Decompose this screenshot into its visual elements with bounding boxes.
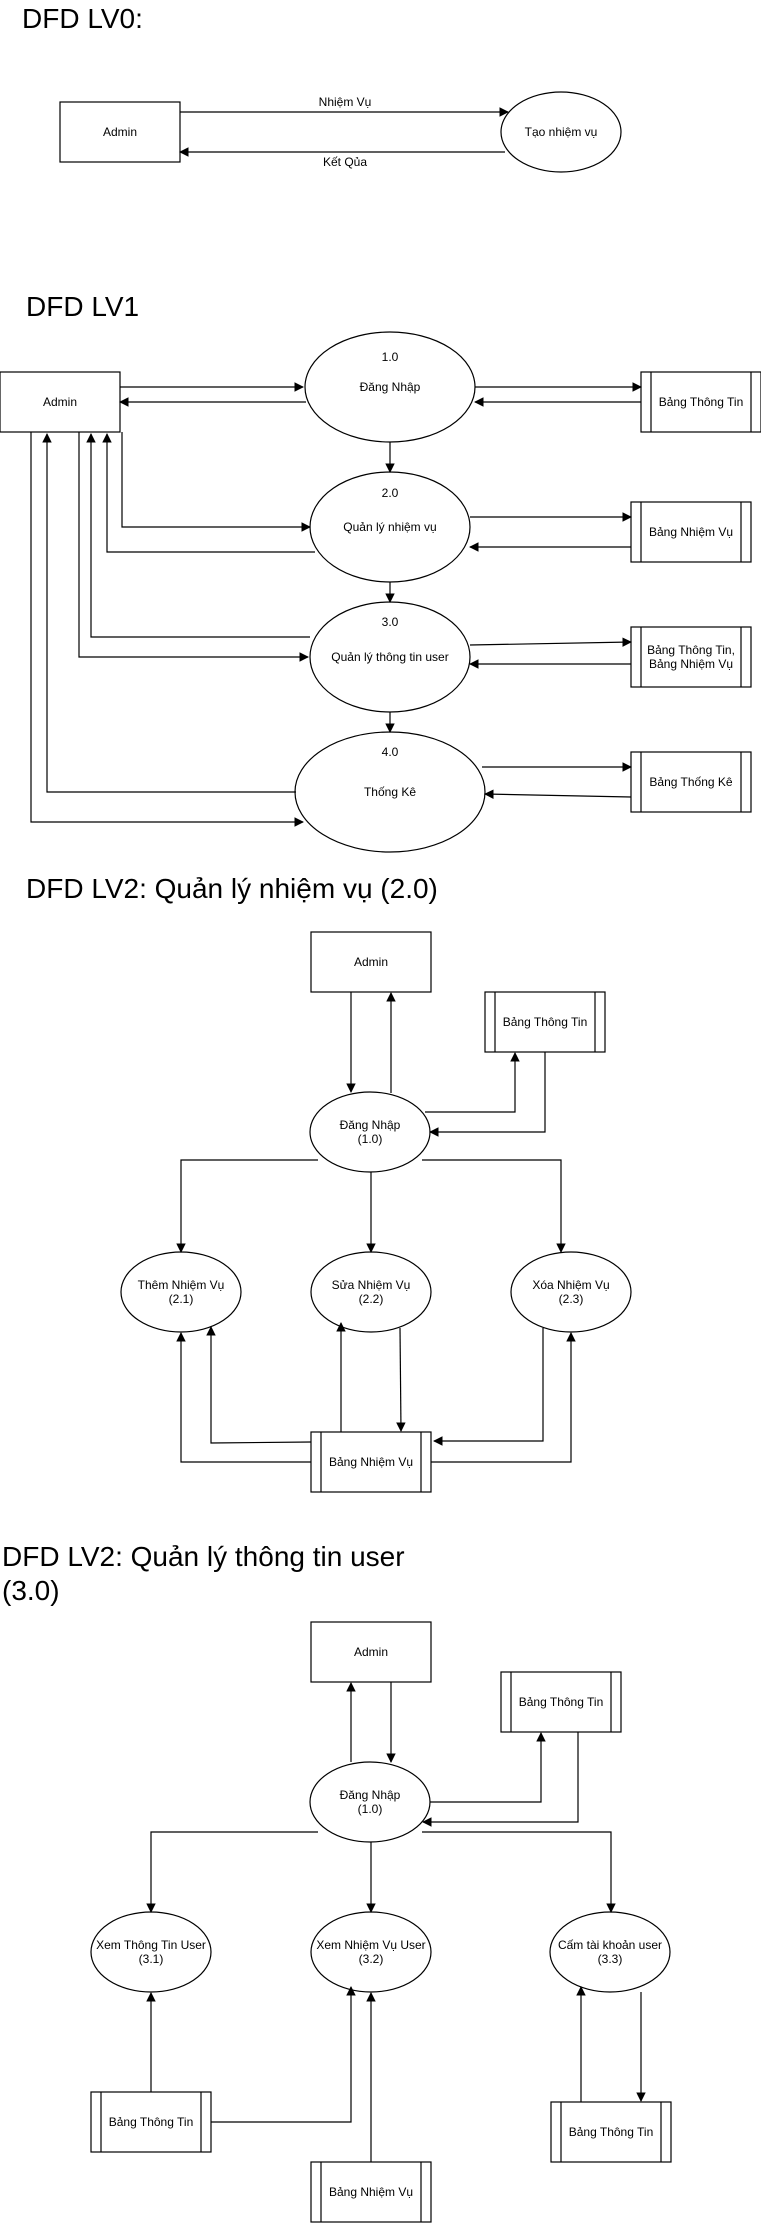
lv2u-flow-login-store — [430, 1732, 546, 1803]
lv1-store-statistics[interactable] — [630, 751, 752, 813]
lv1-process-users-name: Quản lý thông tin user — [331, 650, 448, 664]
lv1-store-tasks[interactable] — [630, 501, 752, 563]
lv2-tasks-heading: DFD LV2: Quản lý nhiệm vụ (2.0) — [26, 873, 438, 904]
lv1-flow-stats-admin — [42, 433, 296, 793]
lv2t-login-num: (1.0) — [358, 1132, 383, 1146]
lv2u-view-tasks-name: Xem Nhiệm Vụ User — [316, 1938, 425, 1952]
lv2t-delete-name: Xóa Nhiệm Vụ — [532, 1278, 609, 1292]
lv2u-flow-store-login — [422, 1732, 579, 1827]
lv2t-store-info[interactable] — [484, 991, 606, 1053]
lv1-heading: DFD LV1 — [26, 291, 139, 322]
lv2t-flow-login-delete — [422, 1159, 566, 1253]
lv1-flow-admin-stats — [30, 432, 304, 827]
lv0-admin-label: Admin — [103, 125, 137, 139]
lv2u-store-tasks[interactable] — [310, 2161, 432, 2223]
lv1-flow-users-admin — [86, 433, 310, 638]
lv1-store-tasks-label: Bảng Nhiệm Vụ — [649, 525, 733, 539]
lv0-heading: DFD LV0: — [22, 3, 143, 34]
lv2t-login-name: Đăng Nhập — [340, 1118, 401, 1132]
lv2t-flow-store-login — [429, 1052, 546, 1137]
lv1-process-tasks-num: 2.0 — [382, 486, 399, 500]
lv2t-admin-entity[interactable] — [310, 931, 432, 993]
lv2u-login-name: Đăng Nhập — [340, 1788, 401, 1802]
lv2t-admin-label: Admin — [354, 955, 388, 969]
lv1-process-stats-name: Thống Kê — [364, 785, 416, 799]
lv2u-store-info-label: Bảng Thông Tin — [519, 1695, 604, 1709]
lv2t-process-delete-task[interactable] — [510, 1251, 632, 1333]
lv2u-ban-num: (3.3) — [598, 1952, 623, 1966]
lv1-process-stats-num: 4.0 — [382, 745, 399, 759]
lv0-process-create-task[interactable] — [500, 91, 622, 173]
lv2u-store-info[interactable] — [500, 1671, 622, 1733]
lv1-flow-tasks-admin — [102, 433, 315, 553]
lv1-flow-store-stats — [484, 789, 632, 799]
lv0-admin-entity[interactable] — [59, 101, 181, 163]
lv2t-add-num: (2.1) — [169, 1292, 194, 1306]
lv2t-flow-login-store — [425, 1052, 520, 1113]
lv1-store-info[interactable] — [640, 371, 761, 433]
lv2t-flow-store-delete — [431, 1332, 576, 1463]
lv2-users-heading-line2: (3.0) — [2, 1575, 60, 1606]
lv1-flow-users-store — [469, 637, 632, 647]
lv0-flow-result-label: Kết Qủa — [323, 155, 367, 169]
lv2t-flow-edit-store — [396, 1327, 406, 1432]
lv1-flow-admin-tasks — [121, 432, 311, 532]
lv1-store-info-label: Bảng Thông Tin — [659, 395, 744, 409]
lv2u-store-info-right-label: Bảng Thông Tin — [569, 2125, 654, 2139]
lv1-store-stats-label: Bảng Thống Kê — [649, 775, 733, 789]
lv2t-edit-num: (2.2) — [359, 1292, 384, 1306]
lv2t-flow-login-add — [176, 1159, 318, 1253]
lv2u-flow-info-view-tasks — [211, 1986, 356, 2123]
lv0-process-label: Tạo nhiệm vụ — [525, 125, 598, 139]
lv2t-add-name: Thêm Nhiệm Vụ — [138, 1278, 225, 1292]
lv0-flow-task-label: Nhiệm Vụ — [319, 95, 372, 109]
lv2u-store-info-left-label: Bảng Thông Tin — [109, 2115, 194, 2129]
lv2u-store-info-left[interactable] — [90, 2091, 212, 2153]
lv2u-view-info-name: Xem Thông Tin User — [96, 1938, 206, 1952]
lv1-flow-admin-users — [78, 432, 309, 662]
lv2t-flow-store-add — [176, 1332, 311, 1463]
lv2u-login-num: (1.0) — [358, 1802, 383, 1816]
lv1-admin-label: Admin — [43, 395, 77, 409]
lv2u-flow-login-ban — [422, 1831, 616, 1913]
lv2u-admin-label: Admin — [354, 1645, 388, 1659]
lv2t-flow-delete-store — [433, 1328, 544, 1446]
lv2u-admin-entity[interactable] — [310, 1621, 432, 1683]
lv2t-edit-name: Sửa Nhiệm Vụ — [332, 1278, 411, 1292]
lv1-store-info-tasks[interactable] — [630, 626, 752, 688]
lv2u-store-info-right[interactable] — [550, 2101, 672, 2163]
lv2u-ban-name: Cấm tài khoản user — [558, 1938, 662, 1952]
lv1-store-info-tasks-line2: Bảng Nhiệm Vụ — [649, 657, 733, 671]
lv1-process-login-num: 1.0 — [382, 350, 399, 364]
lv2t-delete-num: (2.3) — [559, 1292, 584, 1306]
lv2t-flow-add-store — [206, 1326, 312, 1444]
lv1-process-tasks-name: Quản lý nhiệm vụ — [343, 520, 436, 534]
lv1-process-users-num: 3.0 — [382, 615, 399, 629]
lv2u-view-info-num: (3.1) — [139, 1952, 164, 1966]
lv2t-store-info-label: Bảng Thông Tin — [503, 1015, 588, 1029]
lv2u-flow-login-view-info — [146, 1831, 318, 1913]
lv1-process-login-name: Đăng Nhập — [360, 380, 421, 394]
lv2u-view-tasks-num: (3.2) — [359, 1952, 384, 1966]
lv2-users-heading-line1: DFD LV2: Quản lý thông tin user — [2, 1541, 405, 1572]
lv1-store-info-tasks-line1: Bảng Thông Tin, — [647, 643, 735, 657]
lv2t-store-tasks-label: Bảng Nhiệm Vụ — [329, 1455, 413, 1469]
lv2u-store-tasks-label: Bảng Nhiệm Vụ — [329, 2185, 413, 2199]
